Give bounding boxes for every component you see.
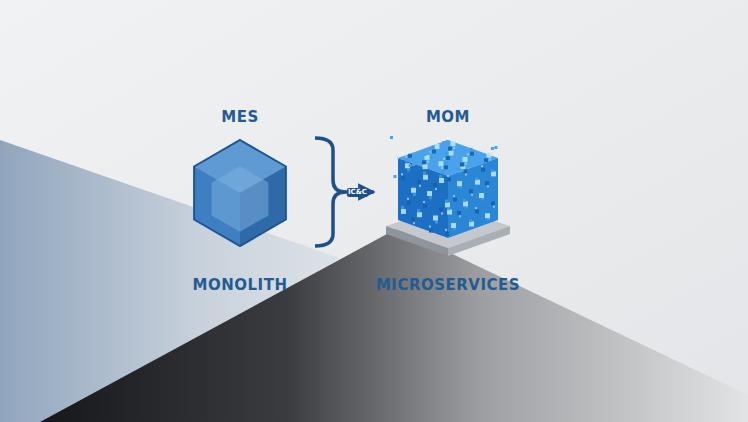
monolith-node: MES MONOLITH xyxy=(180,106,300,296)
microservices-cube xyxy=(380,106,516,296)
system-heading: MOM xyxy=(426,108,470,126)
monolith-cube xyxy=(180,106,300,296)
system-heading: MES xyxy=(221,108,258,126)
dark-wedge xyxy=(40,228,748,422)
architecture-label: MONOLITH xyxy=(193,276,288,294)
architecture-label: MICROSERVICES xyxy=(376,276,520,294)
brand-mark: IC&C xyxy=(347,188,368,197)
microservices-node: MOM MICROSERVICES xyxy=(372,106,524,296)
merge-brace xyxy=(315,138,345,246)
